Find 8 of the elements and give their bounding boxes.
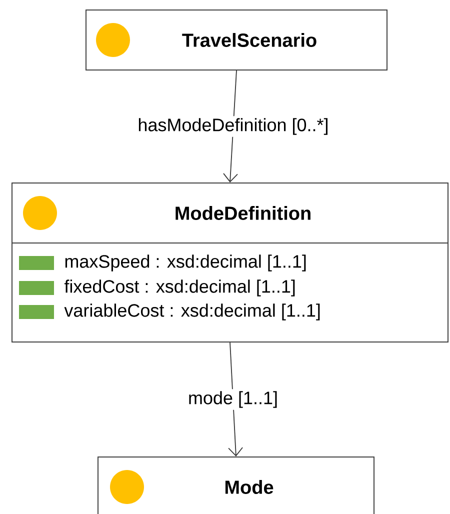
attribute-text: maxSpeed : xsd:decimal [1..1] bbox=[65, 254, 306, 272]
class-name: TravelScenario bbox=[182, 33, 316, 47]
class-name: Mode bbox=[225, 480, 274, 494]
attribute-text: fixedCost : xsd:decimal [1..1] bbox=[64, 280, 295, 296]
edge-label: mode [1..1] bbox=[189, 391, 277, 408]
attribute-text: variableCost : xsd:decimal [1..1] bbox=[64, 304, 320, 320]
edge-label: hasModeDefinition [0..*] bbox=[138, 118, 328, 135]
class-name: ModeDefinition bbox=[176, 206, 310, 220]
